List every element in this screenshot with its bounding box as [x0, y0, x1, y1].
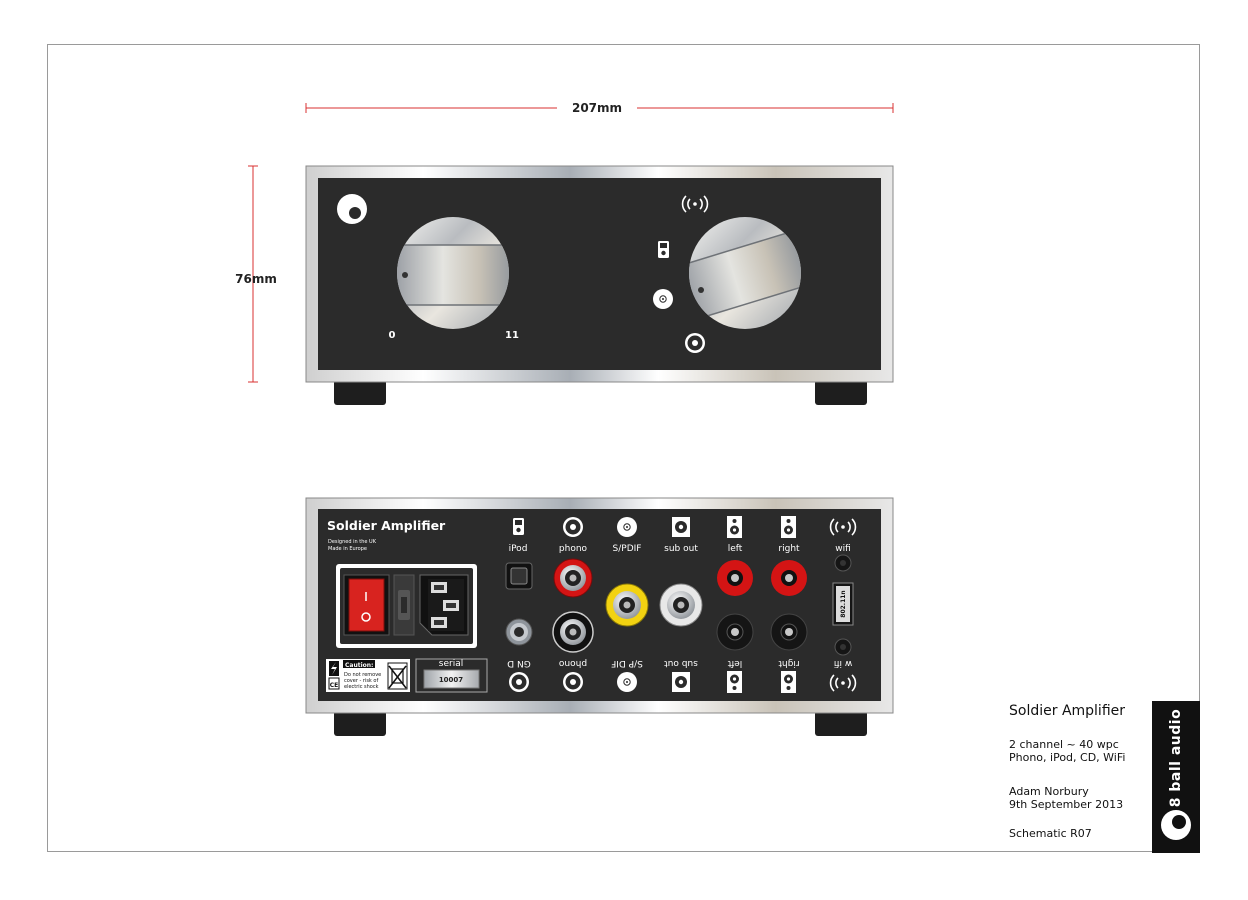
left-label-flipped: left: [727, 658, 742, 668]
brand-name: 8 ball audio: [1168, 708, 1184, 808]
volume-knob[interactable]: [395, 217, 515, 329]
ipod-icon: [513, 518, 524, 535]
wifi-icon: [829, 674, 857, 692]
record-icon: [563, 517, 583, 537]
rear-view: [305, 497, 894, 736]
volume-min-label: 0: [389, 330, 396, 341]
speaker-icon: [727, 516, 742, 538]
brand-bar: [1152, 701, 1200, 853]
right-speaker-post-red[interactable]: [771, 560, 807, 596]
rear-product-name: Soldier Amplifier: [327, 518, 446, 533]
left-speaker-post-black[interactable]: [716, 613, 754, 651]
wifi-icon: [829, 518, 857, 536]
foot-left: [334, 380, 386, 405]
sub-out-rca-white[interactable]: [659, 583, 703, 627]
wifi-label-flipped: w ifi: [834, 658, 852, 668]
title-block-spec-1: 2 channel ~ 40 wpc: [1009, 738, 1119, 751]
logo-8ball-icon: [337, 194, 367, 224]
ce-mark: CE: [330, 682, 339, 689]
foot-right: [815, 380, 867, 405]
spdif-label: S/PDIF: [613, 544, 642, 554]
volume-max-label: 11: [505, 330, 519, 341]
wifi-module-label: 802.11n: [840, 590, 847, 617]
speaker-icon: [727, 671, 742, 693]
record-icon: [685, 333, 705, 353]
height-label: 76mm: [235, 272, 277, 286]
spdif-label-flipped: S/P DIF: [611, 658, 643, 668]
cd-icon: [617, 672, 637, 692]
serial-label: serial: [439, 659, 463, 669]
title-block-spec-2: Phono, iPod, CD, WiFi: [1009, 751, 1126, 764]
wifi-label: wifi: [835, 544, 851, 554]
right-label-flipped: right: [778, 658, 800, 668]
subwoofer-icon: [672, 672, 690, 692]
wifi-module-slot: [832, 582, 854, 626]
phono-rca-black[interactable]: [552, 611, 594, 653]
caution-label: [326, 659, 410, 692]
height-dimension: [248, 165, 258, 383]
drawing-sheet: [47, 44, 1200, 852]
speaker-icon: [781, 671, 796, 693]
record-icon: [563, 672, 583, 692]
gnd-terminal[interactable]: [505, 618, 533, 646]
serial-plate: [415, 658, 488, 693]
title-block-author: Adam Norbury: [1009, 785, 1089, 798]
right-label: right: [778, 544, 800, 554]
left-label: left: [728, 544, 743, 554]
made-in-label: Made in Europe: [328, 546, 367, 552]
title-block-date: 9th September 2013: [1009, 798, 1124, 811]
wifi-antenna-bottom: [834, 638, 852, 656]
cd-icon: [617, 517, 637, 537]
rear-foot-right: [815, 711, 867, 736]
caution-line-1: Do not remove: [344, 672, 381, 678]
ipod-icon: [658, 241, 669, 258]
ipod-dock-port[interactable]: [505, 562, 533, 590]
caution-line-3: electric shock: [344, 684, 379, 690]
width-label: 207mm: [572, 101, 622, 115]
wifi-antenna-top: [834, 554, 852, 572]
designed-in-label: Designed in the UK: [328, 539, 377, 545]
record-icon: [509, 672, 529, 692]
logo-8ball-icon: [1161, 810, 1191, 840]
front-view: [305, 165, 894, 405]
serial-number: 10007: [439, 676, 463, 684]
power-switch[interactable]: [348, 578, 385, 632]
title-block-revision: Schematic R07: [1009, 827, 1092, 840]
spdif-rca-yellow[interactable]: [605, 583, 649, 627]
cd-icon: [653, 289, 673, 309]
source-knob[interactable]: [679, 217, 814, 329]
width-dimension: [305, 103, 894, 113]
right-speaker-post-black[interactable]: [770, 613, 808, 651]
power-inlet-module: [336, 564, 477, 648]
ipod-label: iPod: [509, 544, 528, 554]
wifi-icon: [681, 195, 709, 213]
caution-line-2: cover - risk of: [344, 678, 378, 684]
phono-label: phono: [559, 544, 588, 554]
speaker-icon: [781, 516, 796, 538]
phono-rca-red[interactable]: [553, 558, 593, 598]
iec-socket: [419, 574, 469, 636]
left-speaker-post-red[interactable]: [717, 560, 753, 596]
title-block-title: Soldier Amplifier: [1009, 703, 1126, 719]
phono-label-flipped: phono: [558, 658, 587, 668]
caution-title: Caution:: [345, 662, 373, 669]
subwoofer-icon: [672, 517, 690, 537]
gnd-label-flipped: GN D: [507, 658, 531, 668]
fuse-holder[interactable]: [393, 574, 415, 636]
sub-out-label-flipped: sub out: [664, 658, 698, 668]
rear-foot-left: [334, 711, 386, 736]
weee-bin-icon: [387, 662, 408, 690]
sub-out-label: sub out: [664, 544, 698, 554]
